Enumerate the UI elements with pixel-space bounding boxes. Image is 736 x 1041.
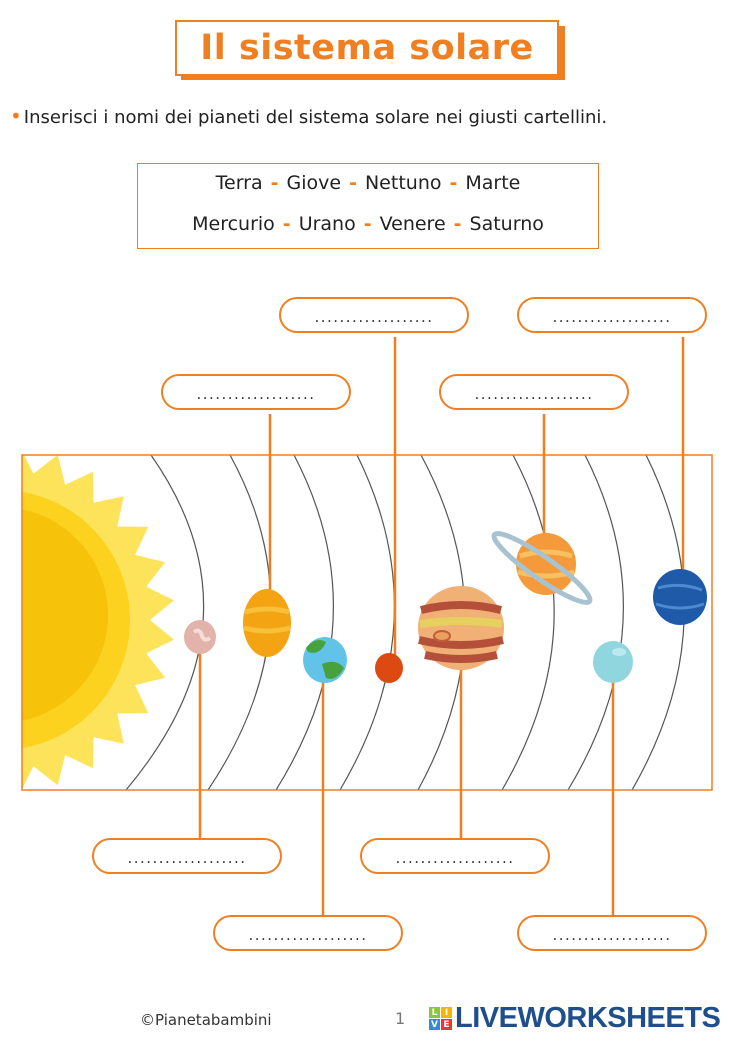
- planet-jupiter: [418, 586, 504, 670]
- word-bank-line-1: Terra-Giove-Nettuno-Marte: [138, 172, 598, 194]
- planet-neptune: [653, 569, 707, 625]
- answer-field-mars[interactable]: ...................: [279, 297, 469, 333]
- title-box: Il sistema solare: [175, 20, 559, 76]
- planet-uranus: [593, 641, 633, 683]
- logo-text: LIVEWORKSHEETS: [455, 1002, 721, 1034]
- liveworksheets-logo[interactable]: L I V E LIVEWORKSHEETS: [429, 1002, 721, 1035]
- word: Giove: [286, 172, 342, 194]
- instruction: •Inserisci i nomi dei pianeti del sistem…: [10, 104, 607, 128]
- logo-tile: V: [429, 1019, 440, 1030]
- separator: -: [282, 213, 291, 235]
- separator: -: [453, 213, 462, 235]
- answer-field-venus[interactable]: ...................: [161, 374, 351, 410]
- page-title: Il sistema solare: [200, 28, 534, 68]
- answer-field-jupiter[interactable]: ...................: [360, 838, 550, 874]
- word: Marte: [465, 172, 521, 194]
- separator: -: [270, 172, 279, 194]
- orbits: [125, 455, 685, 790]
- planet-venus: [243, 589, 291, 657]
- word: Mercurio: [192, 213, 275, 235]
- separator: -: [363, 213, 372, 235]
- logo-tile: L: [429, 1007, 440, 1018]
- logo-tile: E: [441, 1019, 452, 1030]
- planet-mars: [375, 653, 403, 683]
- orbit-line: [275, 455, 335, 790]
- orbit-line: [567, 455, 624, 790]
- orbit-line: [339, 455, 395, 790]
- word: Venere: [379, 213, 446, 235]
- planet-saturn: [491, 531, 593, 605]
- diagram-frame: [21, 454, 713, 791]
- sun: [22, 455, 174, 790]
- answer-field-saturn[interactable]: ...................: [439, 374, 629, 410]
- word-bank-line-2: Mercurio-Urano-Venere-Saturno: [138, 213, 598, 235]
- word: Urano: [298, 213, 356, 235]
- instruction-text: Inserisci i nomi dei pianeti del sistema…: [23, 107, 608, 128]
- page-number: 1: [395, 1009, 406, 1028]
- orbit-line: [501, 455, 555, 790]
- answer-field-earth[interactable]: ...................: [213, 915, 403, 951]
- separator: -: [449, 172, 458, 194]
- answer-field-uranus[interactable]: ...................: [517, 915, 707, 951]
- connector-lines: [198, 337, 685, 915]
- planet-earth: [303, 637, 347, 683]
- answer-field-neptune[interactable]: ...................: [517, 297, 707, 333]
- word-bank: Terra-Giove-Nettuno-Marte Mercurio-Urano…: [137, 163, 599, 249]
- sun-core: [22, 509, 108, 721]
- logo-tiles: L I V E: [429, 1007, 452, 1030]
- word: Saturno: [469, 213, 544, 235]
- planet-mercury: [184, 620, 216, 654]
- word: Nettuno: [364, 172, 442, 194]
- copyright: ©Pianetabambini: [140, 1011, 272, 1029]
- logo-tile: I: [441, 1007, 452, 1018]
- separator: -: [349, 172, 357, 194]
- word: Terra: [215, 172, 263, 194]
- bullet-icon: •: [10, 104, 22, 128]
- answer-field-mercury[interactable]: ...................: [92, 838, 282, 874]
